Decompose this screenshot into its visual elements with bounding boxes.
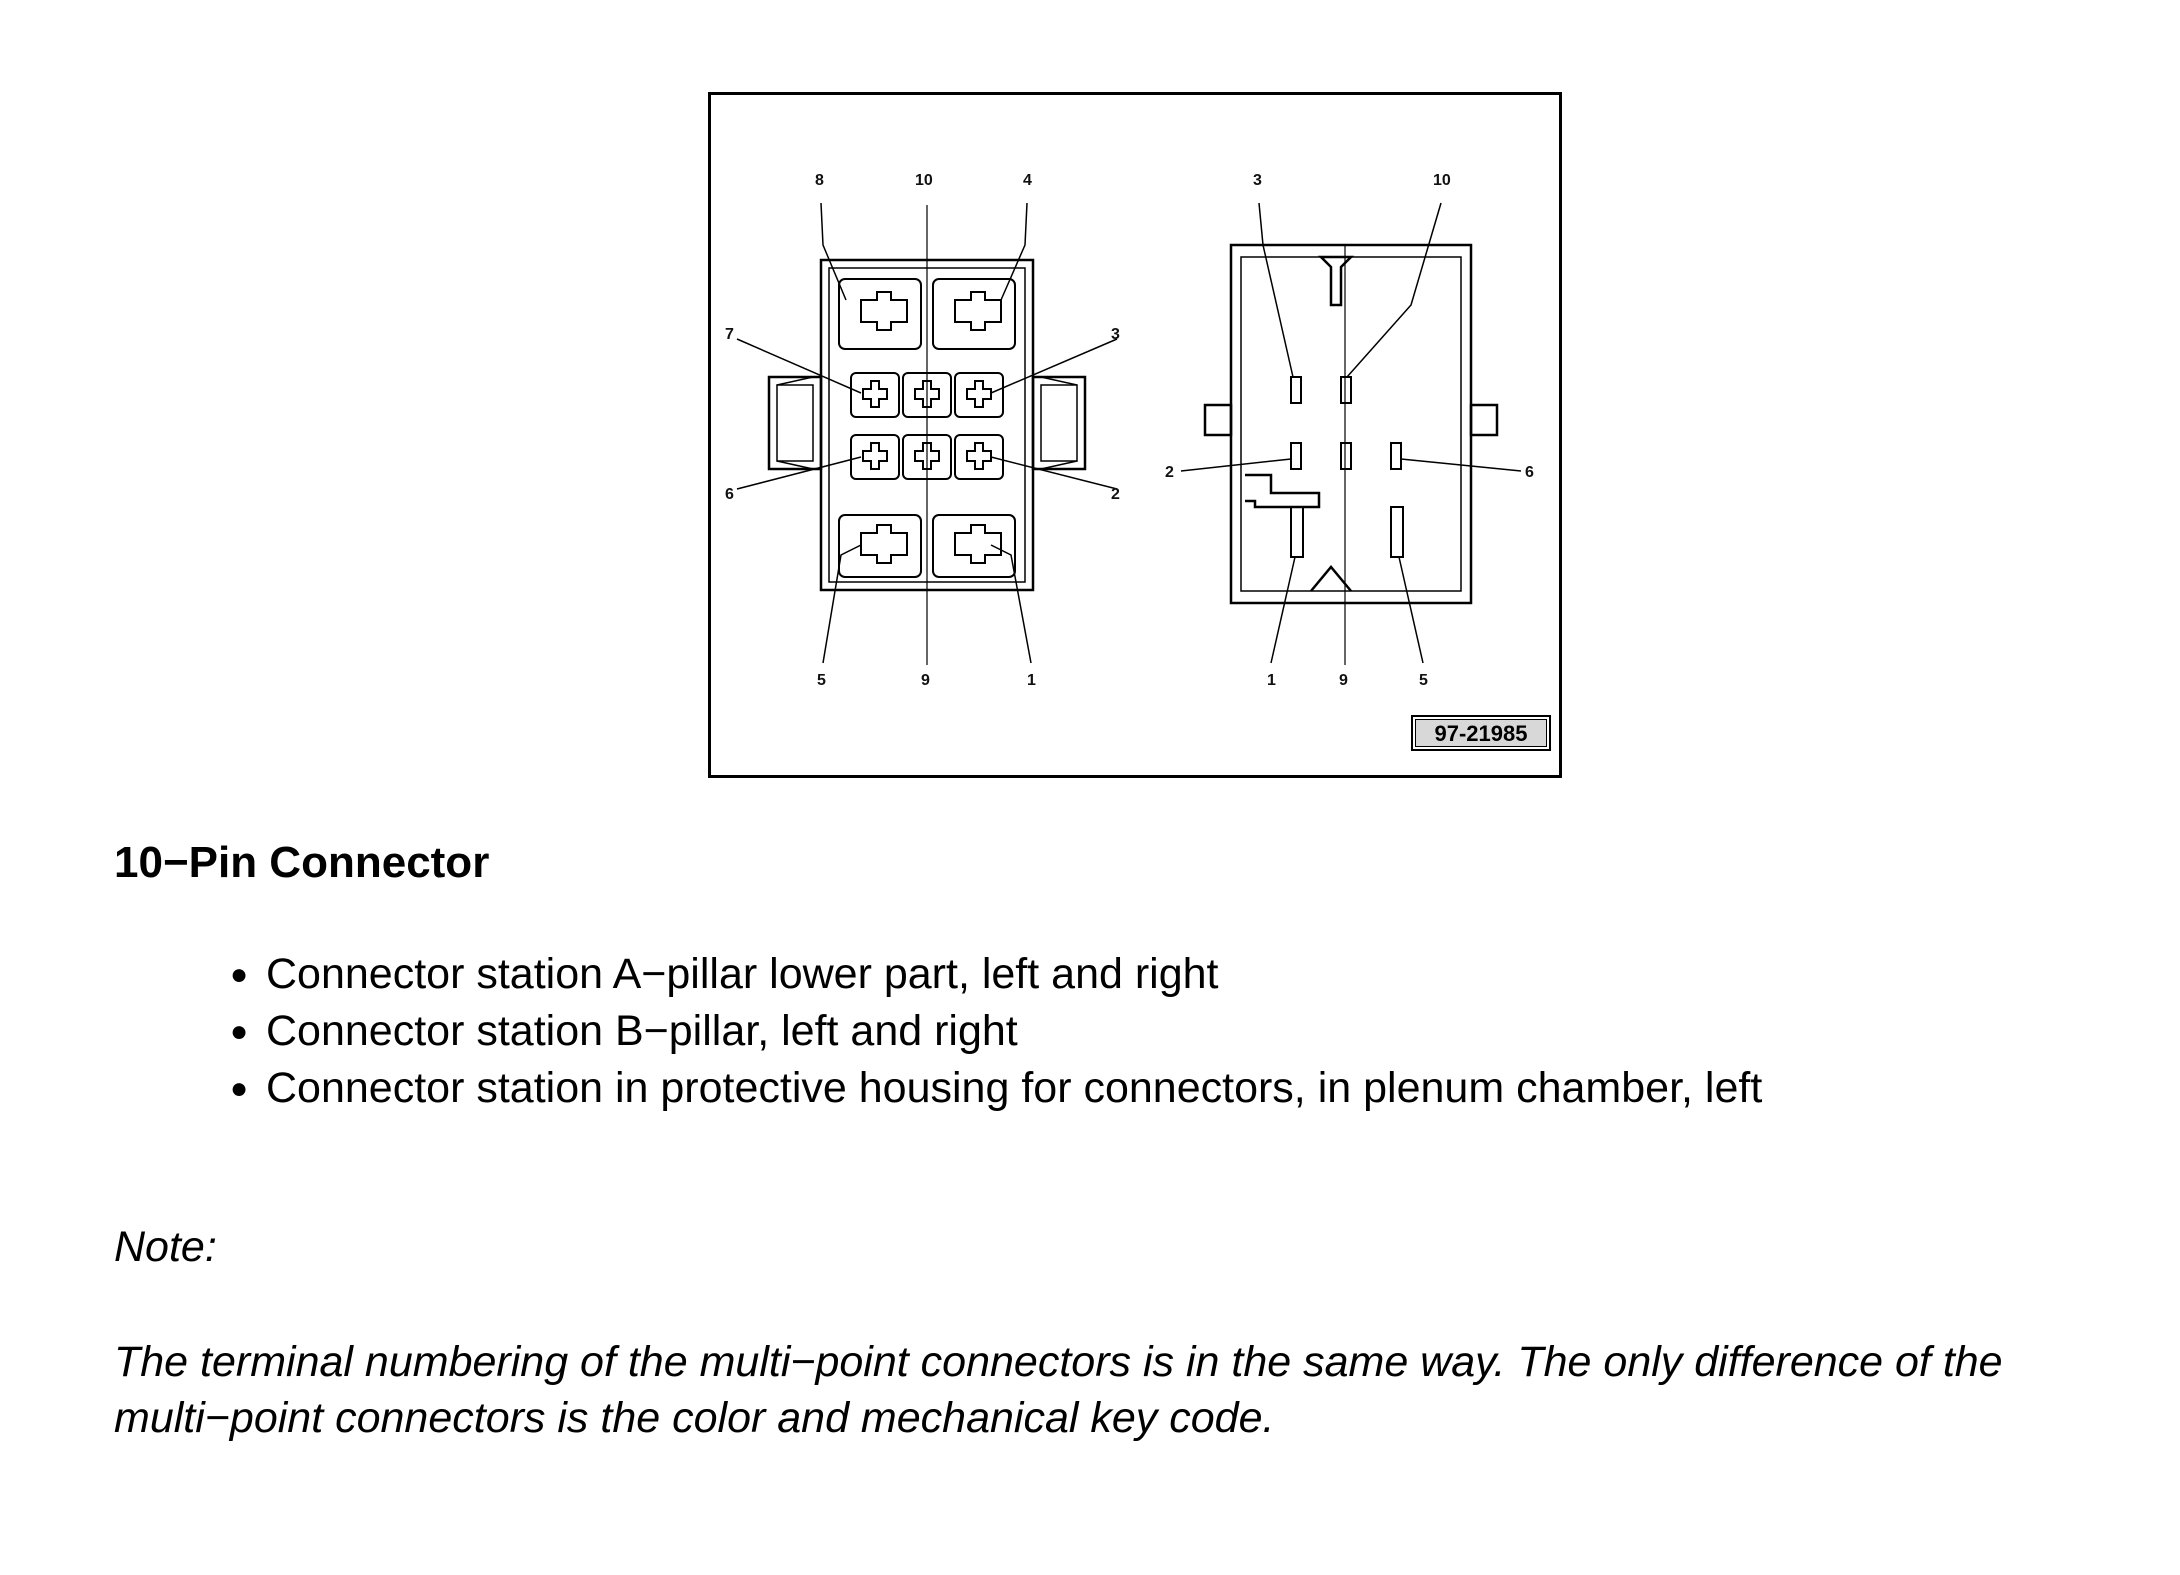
left-connector-pin-labels: 8 10 4 3 2 7 6 5 9 1 xyxy=(725,172,1120,689)
pin-label-5: 5 xyxy=(1419,672,1428,689)
pin-label-9: 9 xyxy=(1339,672,1348,689)
pin-label-10: 10 xyxy=(915,172,933,189)
note-text: The terminal numbering of the multi−poin… xyxy=(114,1338,2003,1442)
list-item: ● Connector station A−pillar lower part, … xyxy=(230,946,1762,1003)
connector-figure: 8 10 4 3 2 7 6 5 9 1 3 10 2 6 1 9 5 97-2… xyxy=(708,92,1562,778)
list-item-text: Connector station in protective housing … xyxy=(266,1064,1763,1112)
list-item: ● Connector station in protective housing… xyxy=(230,1060,1762,1117)
pin-label-3: 3 xyxy=(1111,326,1120,343)
pin-label-2: 2 xyxy=(1111,486,1120,503)
location-list: ● Connector station A−pillar lower part, … xyxy=(230,946,1762,1117)
pin-label-6: 6 xyxy=(725,486,734,503)
figure-code-box: 97-21985 xyxy=(1411,715,1551,751)
right-connector-pin-labels: 3 10 2 6 1 9 5 xyxy=(1165,172,1534,689)
left-connector-small-cavities xyxy=(850,372,1004,480)
list-item-text: Connector station A−pillar lower part, l… xyxy=(266,950,1219,998)
pin-label-4: 4 xyxy=(1023,172,1032,189)
bullet-icon: ● xyxy=(230,1072,249,1105)
figure-code: 97-21985 xyxy=(1415,719,1547,747)
right-connector-housing xyxy=(1203,243,1499,605)
pin-label-10: 10 xyxy=(1433,172,1451,189)
pin-label-6: 6 xyxy=(1525,464,1534,481)
connector-diagram: 8 10 4 3 2 7 6 5 9 1 3 10 2 6 1 9 5 xyxy=(725,172,1534,689)
section-title: 10−Pin Connector xyxy=(114,838,490,887)
right-connector-leaders xyxy=(1180,202,1522,664)
bullet-icon: ● xyxy=(230,958,249,991)
list-item-text: Connector station B−pillar, left and rig… xyxy=(266,1007,1018,1055)
pin-label-9: 9 xyxy=(921,672,930,689)
list-item: ● Connector station B−pillar, left and ri… xyxy=(230,1003,1762,1060)
pin-label-2: 2 xyxy=(1165,464,1174,481)
pin-label-3: 3 xyxy=(1253,172,1262,189)
left-connector-large-cavities xyxy=(838,278,1016,578)
pin-label-5: 5 xyxy=(817,672,826,689)
note-label: Note: xyxy=(114,1223,217,1271)
left-connector-leaders xyxy=(736,202,1118,664)
pin-label-7: 7 xyxy=(725,326,734,343)
pin-label-1: 1 xyxy=(1027,672,1036,689)
bullet-icon: ● xyxy=(230,1015,249,1048)
pin-label-1: 1 xyxy=(1267,672,1276,689)
right-connector-terminals xyxy=(1290,376,1404,558)
pin-label-8: 8 xyxy=(815,172,824,189)
